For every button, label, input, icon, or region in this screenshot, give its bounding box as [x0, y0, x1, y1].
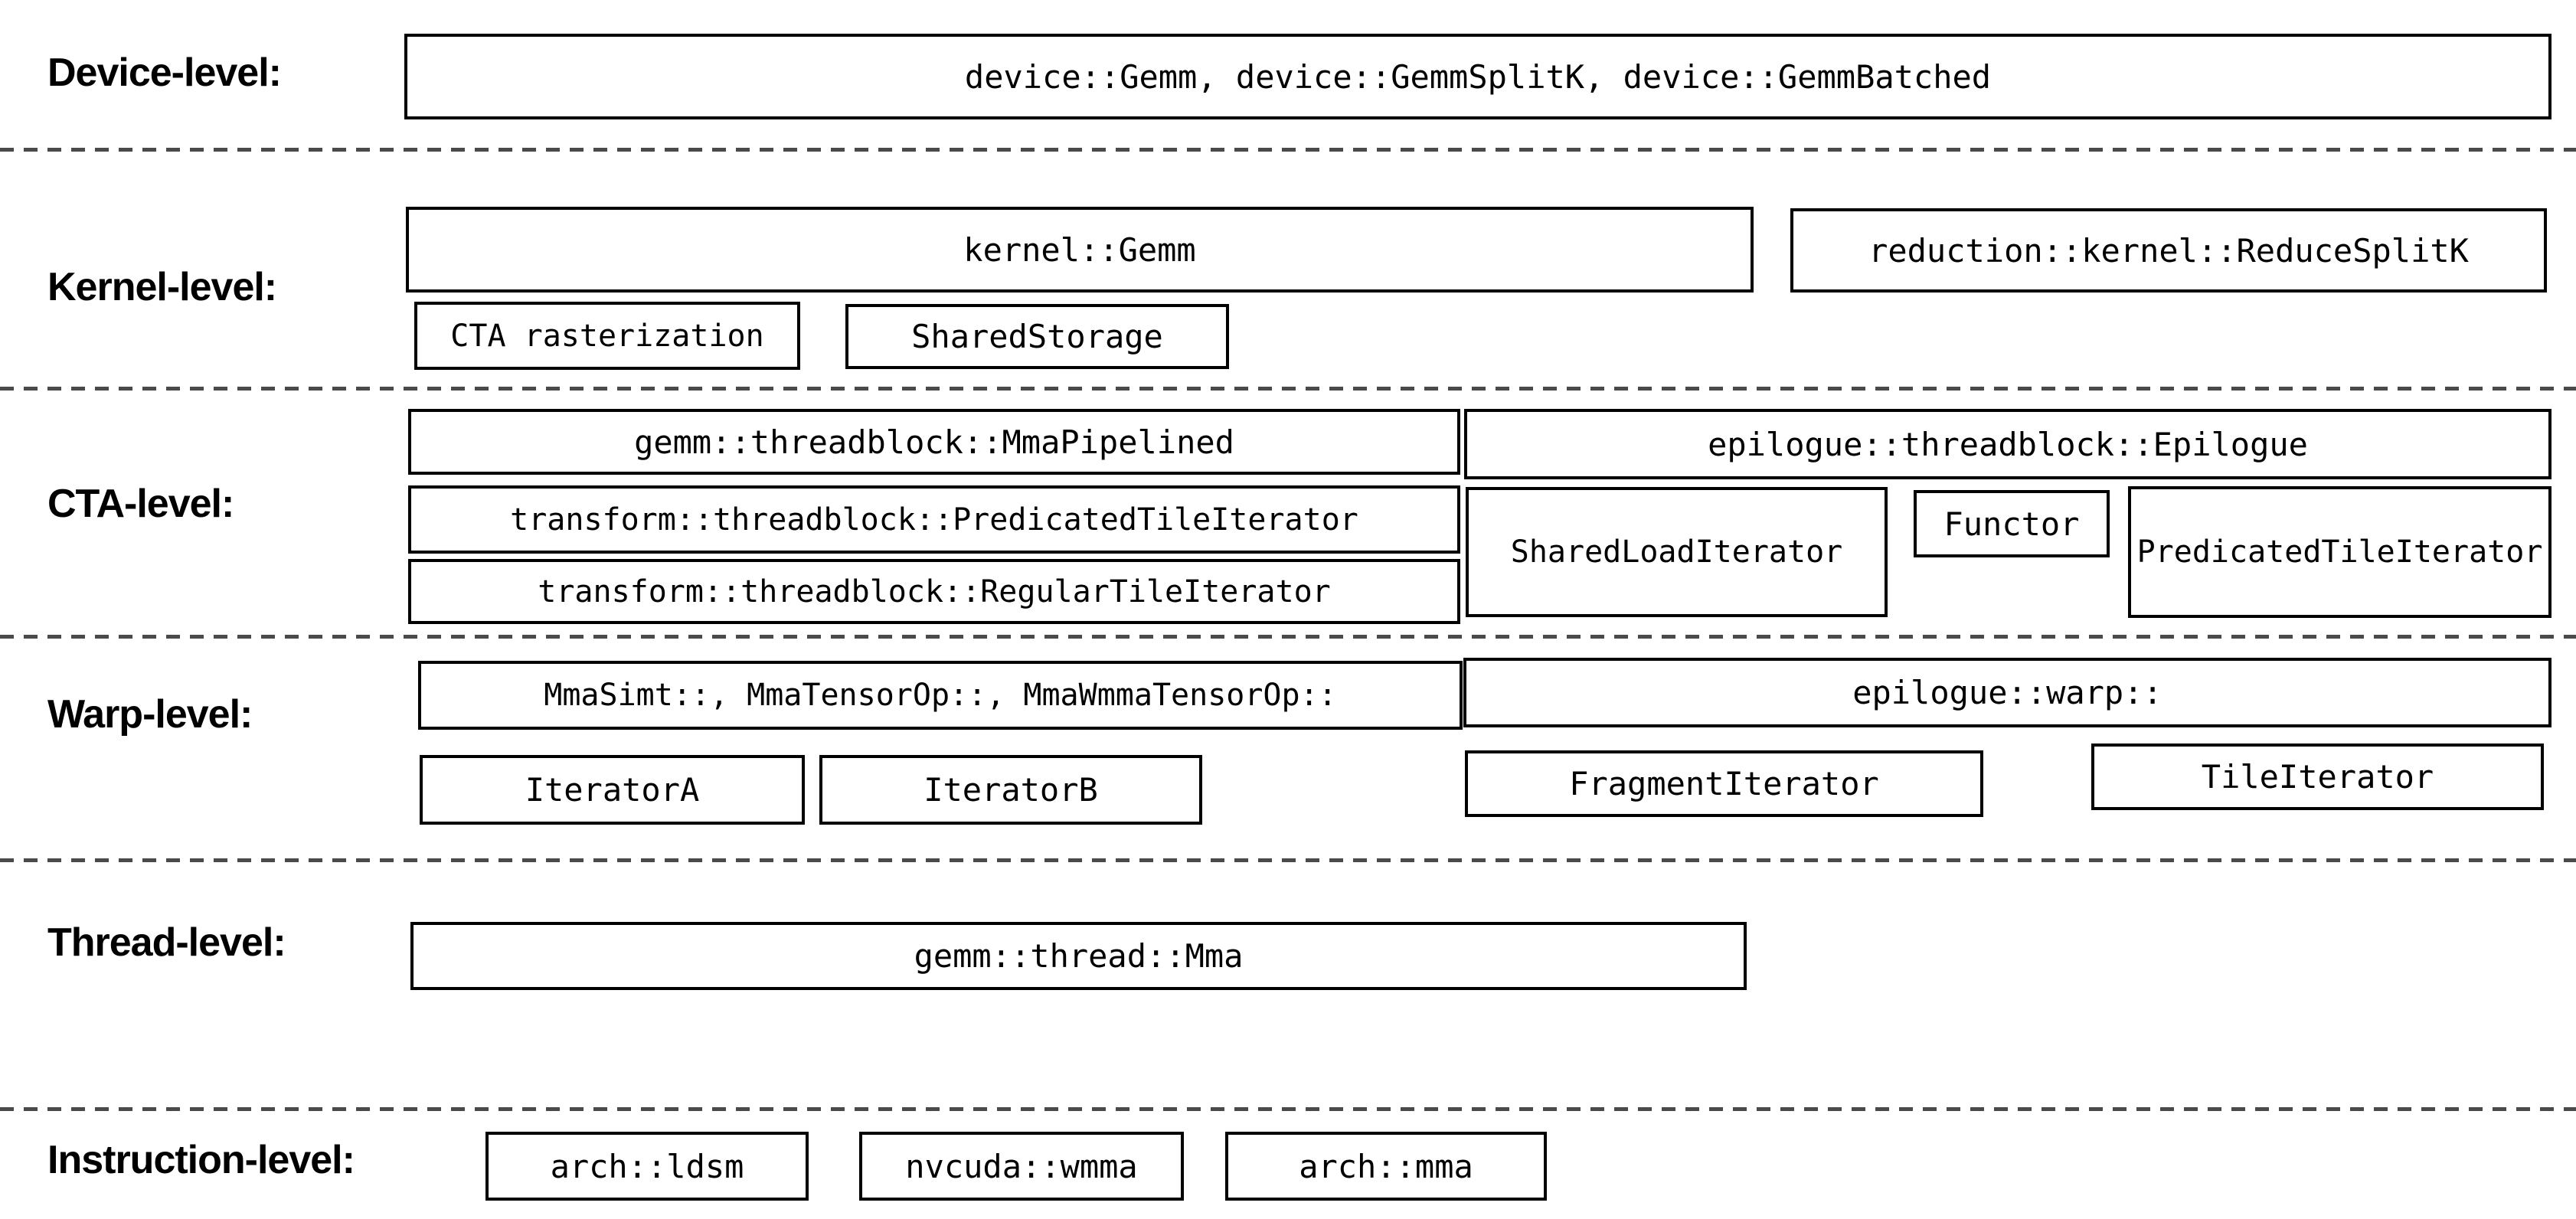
warp-level-label: Warp-level:: [47, 692, 253, 737]
reduce-splitk-box: reduction::kernel::ReduceSplitK: [1790, 208, 2547, 292]
arch-mma-box: arch::mma: [1225, 1132, 1547, 1201]
transform-regular-tile-iterator-box: transform::threadblock::RegularTileItera…: [408, 559, 1460, 624]
epilogue-predicated-tile-iterator-box: PredicatedTileIterator: [2128, 486, 2551, 618]
functor-box: Functor: [1914, 490, 2110, 557]
mma-pipelined-box: gemm::threadblock::MmaPipelined: [408, 409, 1460, 475]
kernel-level-label: Kernel-level:: [47, 265, 277, 309]
shared-load-iterator-box: SharedLoadIterator: [1466, 487, 1888, 617]
kernel-gemm-box: kernel::Gemm: [406, 207, 1754, 292]
tile-iterator-box: TileIterator: [2091, 743, 2544, 810]
cta-rasterization-box: CTA rasterization: [414, 302, 800, 370]
section-divider: [0, 1107, 2576, 1111]
thread-mma-box: gemm::thread::Mma: [410, 922, 1747, 990]
thread-level-label: Thread-level:: [47, 920, 286, 965]
epilogue-threadblock-box: epilogue::threadblock::Epilogue: [1464, 409, 2551, 479]
warp-mma-box: MmaSimt::, MmaTensorOp::, MmaWmmaTensorO…: [418, 661, 1463, 730]
section-divider: [0, 148, 2576, 152]
section-divider: [0, 858, 2576, 862]
shared-storage-box: SharedStorage: [845, 304, 1229, 369]
device-gemm-box: device::Gemm, device::GemmSplitK, device…: [404, 34, 2551, 119]
section-divider: [0, 387, 2576, 391]
nvcuda-wmma-box: nvcuda::wmma: [859, 1132, 1184, 1201]
iterator-a-box: IteratorA: [420, 755, 805, 825]
arch-ldsm-box: arch::ldsm: [485, 1132, 809, 1201]
cta-level-label: CTA-level:: [47, 482, 234, 526]
device-level-label: Device-level:: [47, 51, 282, 95]
transform-predicated-tile-iterator-box: transform::threadblock::PredicatedTileIt…: [408, 485, 1460, 554]
instruction-level-label: Instruction-level:: [47, 1138, 355, 1182]
epilogue-warp-box: epilogue::warp::: [1463, 658, 2551, 727]
fragment-iterator-box: FragmentIterator: [1465, 750, 1983, 817]
section-divider: [0, 635, 2576, 639]
iterator-b-box: IteratorB: [819, 755, 1202, 825]
